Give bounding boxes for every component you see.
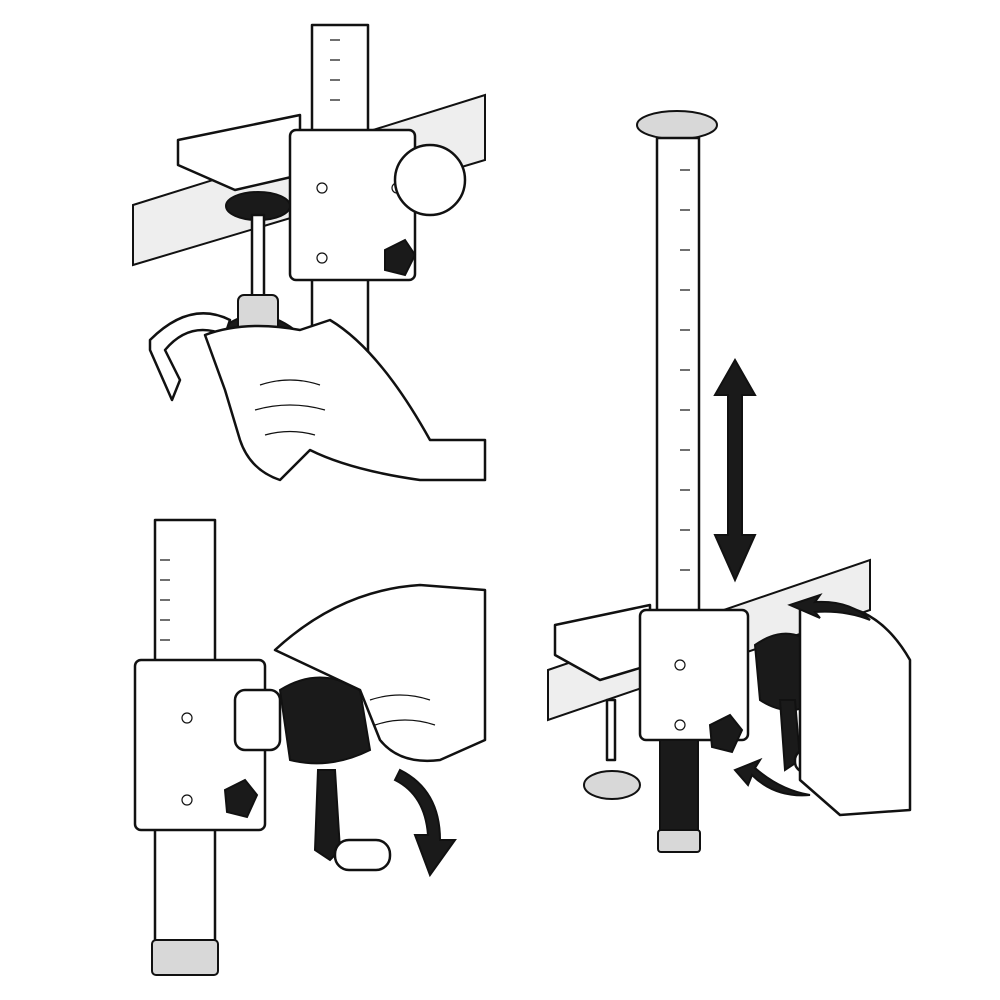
rotate-arrow-icon: [393, 768, 457, 878]
panel-column-height-adjust: [547, 110, 912, 853]
crank-hub: [233, 688, 282, 752]
lock-knob: [393, 143, 467, 217]
column-lower: [659, 739, 699, 841]
crank-knob: [278, 676, 372, 765]
star-knob: [223, 778, 259, 819]
column: [655, 136, 701, 640]
column-foot: [151, 939, 219, 976]
hand: [273, 583, 487, 762]
clamp-screw: [250, 213, 266, 302]
column-scale: [330, 39, 340, 101]
clamp-knob: [583, 770, 641, 800]
column-scale: [680, 169, 690, 571]
rotate-arrow-icon: [733, 757, 811, 797]
up-down-arrow-icon: [713, 357, 757, 583]
star-knob: [384, 238, 417, 277]
crank-grip: [333, 838, 392, 872]
hand: [798, 604, 912, 817]
clamp-jaw: [553, 603, 652, 682]
star-knob: [708, 713, 744, 754]
column-scale: [160, 559, 170, 641]
panel-clamp-tighten: [132, 23, 487, 482]
clamp-jaw: [176, 113, 302, 192]
column-top-plate: [636, 110, 718, 140]
hand: [203, 318, 487, 482]
rotate-arrow-icon: [787, 593, 871, 621]
panel-crank-lock: [133, 518, 487, 976]
